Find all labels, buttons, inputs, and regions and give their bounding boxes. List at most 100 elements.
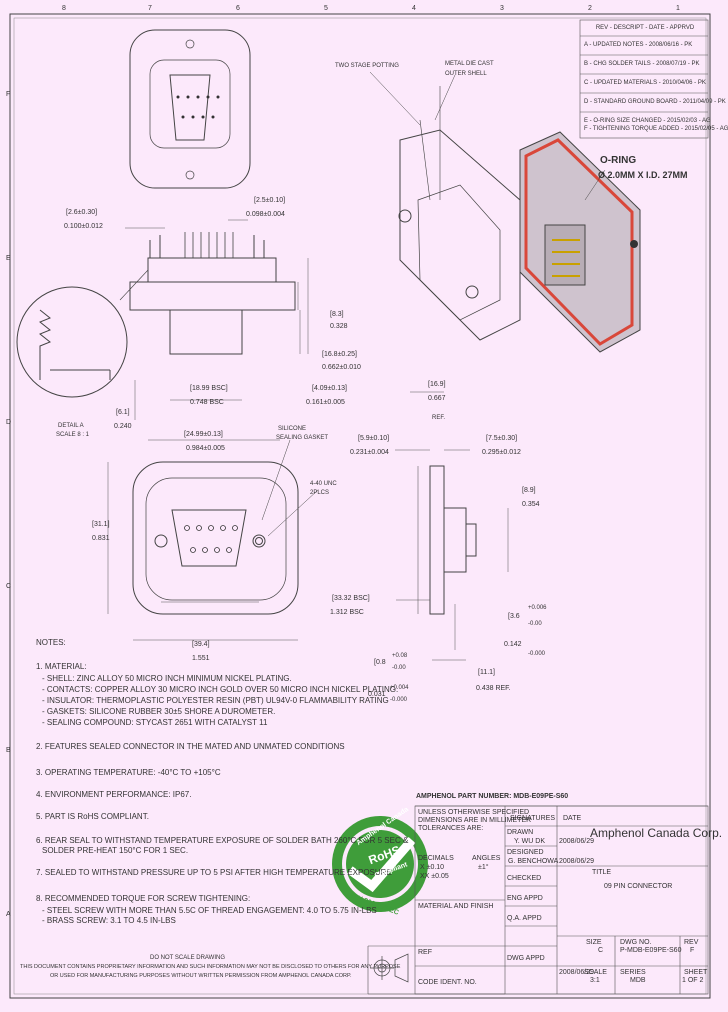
revision-row-b: B - CHG SOLDER TAILS - 2008/07/19 - PK	[584, 61, 700, 67]
sheet-inner-border	[13, 17, 707, 995]
border-row-f: F	[6, 91, 11, 98]
title-label: TITLE	[592, 869, 612, 876]
dim-17-bot: -0.00	[392, 665, 406, 671]
oring-size: Ø 2.0MM X I.D. 27MM	[598, 170, 688, 180]
detail-a-scale: SCALE 8 : 1	[56, 432, 90, 438]
note-1c: - INSULATOR: THERMOPLASTIC POLYESTER RES…	[42, 696, 389, 705]
side-view-solder-tails	[184, 232, 234, 258]
size-value: C	[598, 947, 604, 954]
revision-row-c: C - UPDATED MATERIALS - 2010/04/06 - PK	[584, 80, 706, 86]
sheet-label: SHEET	[684, 969, 708, 976]
border-row-a: A	[6, 911, 11, 918]
thread-spec-label: 4-40 UNC	[310, 481, 337, 487]
sheet-border	[9, 13, 711, 999]
note-5: 5. PART IS RoHS COMPLIANT.	[36, 812, 149, 821]
dim-2-mm: [2.5±0.10]	[254, 197, 286, 204]
angles-value: ±1°	[478, 864, 489, 871]
checked-label: CHECKED	[507, 875, 542, 882]
dim-17-mm: [0.8	[374, 659, 386, 666]
dim-6-mm: [4.09±0.13]	[312, 385, 347, 392]
dim-9-in: 0.984±0.005	[186, 445, 225, 452]
isometric-view	[398, 86, 521, 341]
leader-lines	[261, 71, 606, 537]
dim-12-in: 0.295±0.012	[482, 449, 521, 456]
detail-a-title: DETAIL A	[58, 423, 84, 429]
rear-view-pins	[176, 95, 220, 119]
designed-date: 2008/06/29	[559, 858, 595, 865]
dim-7-in: 0.240	[114, 423, 132, 430]
note-1e: - SEALING COMPOUND: STYCAST 2651 WITH CA…	[42, 718, 268, 727]
tolerance-line-3: TOLERANCES ARE:	[418, 825, 484, 832]
disclaimer-do-not-scale: DO NOT SCALE DRAWING	[150, 955, 226, 961]
dim-18-mm: [11.1]	[478, 669, 495, 676]
front-view	[132, 461, 299, 615]
dim-17-in-bot: -0.000	[390, 697, 408, 703]
series-value: MDB	[630, 977, 646, 984]
tolerance-line-2: DIMENSIONS ARE IN MILLIMETER	[418, 817, 532, 824]
border-col-3: 3	[500, 5, 504, 12]
drawn-date: 2008/06/29	[559, 838, 595, 845]
title-block-grid	[367, 805, 709, 995]
dim-17-top: +0.08	[392, 653, 408, 659]
border-col-4: 4	[412, 5, 416, 12]
front-view-pins	[184, 525, 238, 553]
dim-8-mm: [16.9]	[428, 381, 446, 388]
dim-14-mm: [33.32 BSC]	[332, 595, 370, 602]
ref-label: REF.	[432, 415, 446, 421]
revision-row-f: F - TIGHTENING TORQUE ADDED - 2015/02/05…	[584, 126, 728, 132]
border-col-1: 1	[676, 5, 680, 12]
dim-4-mm: [16.8±0.25]	[322, 351, 357, 358]
border-row-b: B	[6, 747, 11, 754]
detail-a-circle	[16, 269, 149, 398]
border-col-7: 7	[148, 5, 152, 12]
drawn-by: Y. WU DK	[514, 838, 545, 845]
border-row-e: E	[6, 255, 11, 262]
dwg-no-label: DWG NO.	[620, 939, 652, 946]
note-8b: - BRASS SCREW: 3.1 TO 4.5 IN-LBS	[42, 916, 176, 925]
scale-value: 3:1	[590, 977, 600, 984]
dim-1-in: 0.100±0.012	[64, 223, 103, 230]
tolerance-line-1: UNLESS OTHERWISE SPECIFIED	[418, 809, 530, 816]
dim-5-in: 0.748 BSC	[190, 399, 224, 406]
notes-title: NOTES:	[36, 638, 66, 647]
note-8: 8. RECOMMENDED TORQUE FOR SCREW TIGHTENI…	[36, 894, 251, 903]
border-row-c: C	[6, 583, 12, 590]
dwg-appd-label: DWG APPD	[507, 955, 545, 962]
dim-16-bot: -0.000	[528, 651, 546, 657]
ref-cell-label: REF	[418, 949, 432, 956]
dim-9-mm: [24.99±0.13]	[184, 431, 223, 438]
signatures-header: SIGNATURES	[510, 815, 555, 822]
dim-8-in: 0.667	[428, 395, 446, 402]
profile-view	[417, 465, 477, 615]
dwg-no-value: P-MDB-E09PE-S60	[620, 947, 682, 954]
note-1a: - SHELL: ZINC ALLOY 50 MICRO INCH MINIMU…	[42, 674, 292, 683]
rohs-badge	[332, 816, 428, 912]
border-col-8: 8	[62, 5, 66, 12]
eng-appd-label: ENG APPD	[507, 895, 543, 902]
silicone-label: SILICONE	[278, 426, 307, 432]
dimension-lines	[107, 219, 509, 661]
material-finish-label: MATERIAL AND FINISH	[418, 903, 494, 910]
dim-16-mm: [3.6	[508, 613, 520, 620]
code-ident-label: CODE IDENT. NO.	[418, 979, 477, 986]
two-stage-potting-label: TWO STAGE POTTING	[335, 63, 399, 69]
dim-3-in: 0.328	[330, 323, 348, 330]
rev-value: F	[690, 947, 695, 954]
dim-12-mm: [7.5±0.30]	[486, 435, 518, 442]
revision-row-a: A - UPDATED NOTES - 2008/06/16 - PK	[584, 42, 693, 48]
dim-4-in: 0.662±0.010	[322, 364, 361, 371]
dim-5-mm: [18.99 BSC]	[190, 385, 228, 392]
scale-label: SCALE	[584, 969, 607, 976]
note-1: 1. MATERIAL:	[36, 662, 87, 671]
sheet-value: 1 OF 2	[682, 977, 704, 984]
side-view	[129, 235, 296, 355]
series-label: SERIES	[620, 969, 646, 976]
dim-3-mm: [8.3]	[330, 311, 344, 318]
company-name: Amphenol Canada Corp.	[590, 826, 723, 840]
dim-15-in: 1.551	[192, 655, 210, 662]
projection-symbol	[370, 953, 409, 983]
drawn-label: DRAWN	[507, 829, 534, 836]
dim-17-in: 0.031	[368, 691, 386, 698]
revision-row-e: E - O-RING SIZE CHANGED - 2015/02/03 - A…	[584, 118, 711, 124]
